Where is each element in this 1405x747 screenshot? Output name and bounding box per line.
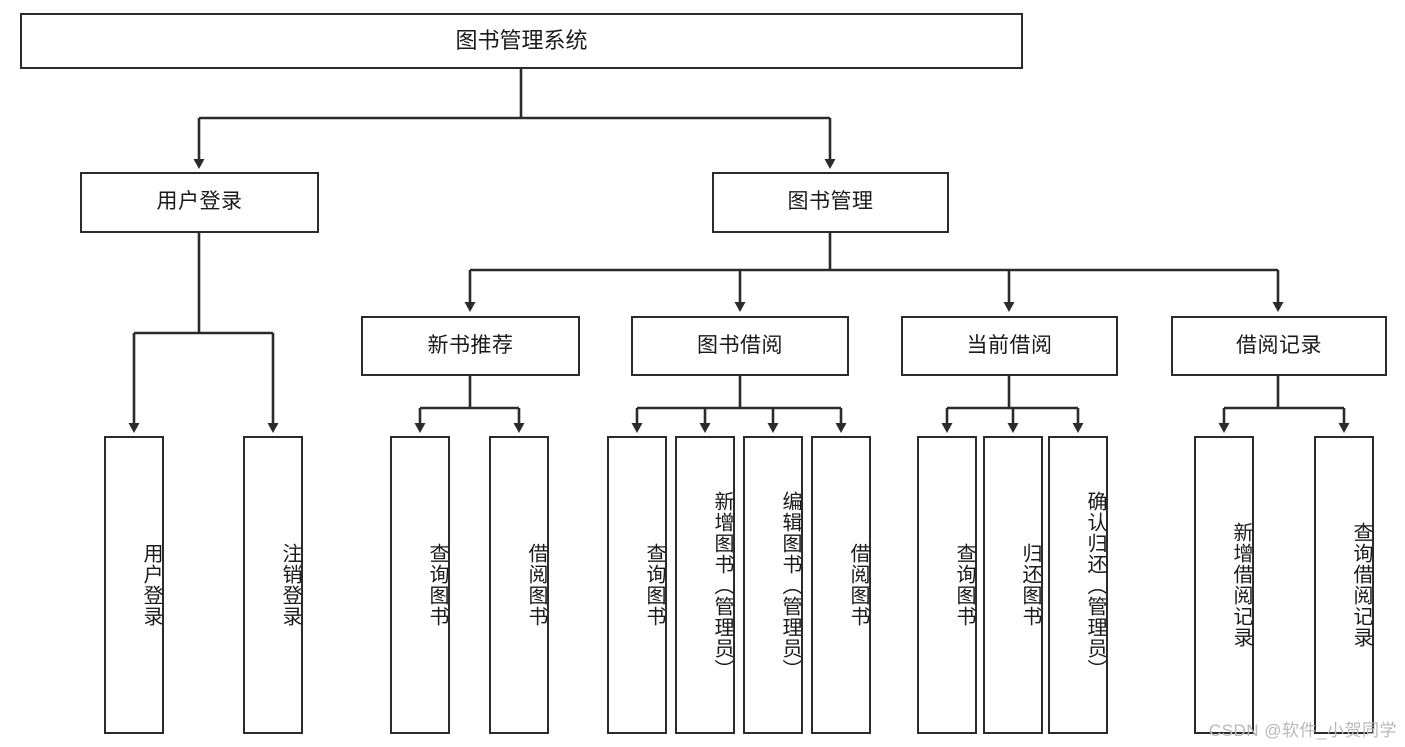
node-label: 归还图书 xyxy=(1019,543,1041,627)
node-label: 查询借阅记录 xyxy=(1350,522,1372,648)
node-new-book-recommend[interactable]: 新书推荐 xyxy=(361,316,580,376)
leaf-return-book[interactable]: 归还图书 xyxy=(983,436,1043,734)
node-label: 确认归还（管理员） xyxy=(1084,490,1106,680)
leaf-add-book-admin[interactable]: 新增图书（管理员） xyxy=(675,436,735,734)
node-label: 新增借阅记录 xyxy=(1230,522,1252,648)
node-label: 查询图书 xyxy=(953,543,975,627)
leaf-confirm-return-admin[interactable]: 确认归还（管理员） xyxy=(1048,436,1108,734)
leaf-query-book-recommend[interactable]: 查询图书 xyxy=(390,436,450,734)
node-book-borrow[interactable]: 图书借阅 xyxy=(631,316,849,376)
node-current-borrow[interactable]: 当前借阅 xyxy=(901,316,1118,376)
node-label: 新书推荐 xyxy=(427,333,514,357)
leaf-query-borrow-record[interactable]: 查询借阅记录 xyxy=(1314,436,1374,734)
node-label: 用户登录 xyxy=(156,190,243,214)
node-label: 借阅记录 xyxy=(1236,333,1322,357)
node-root-system[interactable]: 图书管理系统 xyxy=(20,13,1023,69)
node-label: 用户登录 xyxy=(140,543,162,627)
node-borrow-record[interactable]: 借阅记录 xyxy=(1171,316,1387,376)
node-label: 注销登录 xyxy=(279,543,301,627)
node-label: 查询图书 xyxy=(643,543,665,627)
node-label: 图书借阅 xyxy=(697,333,783,357)
node-book-management[interactable]: 图书管理 xyxy=(712,172,949,233)
leaf-borrow-book-recommend[interactable]: 借阅图书 xyxy=(489,436,549,734)
csdn-watermark: CSDN @软件_小贺同学 xyxy=(1208,721,1397,740)
leaf-query-book-current[interactable]: 查询图书 xyxy=(917,436,977,734)
node-label: 查询图书 xyxy=(426,543,448,627)
leaf-add-borrow-record[interactable]: 新增借阅记录 xyxy=(1194,436,1254,734)
leaf-query-book-borrow[interactable]: 查询图书 xyxy=(607,436,667,734)
node-label: 当前借阅 xyxy=(966,333,1053,357)
leaf-borrow-book-borrow[interactable]: 借阅图书 xyxy=(811,436,871,734)
leaf-edit-book-admin[interactable]: 编辑图书（管理员） xyxy=(743,436,803,734)
node-user-login[interactable]: 用户登录 xyxy=(80,172,319,233)
node-label: 图书管理系统 xyxy=(455,28,588,54)
node-label: 编辑图书（管理员） xyxy=(779,490,801,680)
node-label: 借阅图书 xyxy=(525,543,547,627)
node-label: 新增图书（管理员） xyxy=(711,490,733,680)
node-label: 借阅图书 xyxy=(847,543,869,627)
leaf-logout[interactable]: 注销登录 xyxy=(243,436,303,734)
node-label: 图书管理 xyxy=(787,190,874,214)
leaf-user-login[interactable]: 用户登录 xyxy=(104,436,164,734)
